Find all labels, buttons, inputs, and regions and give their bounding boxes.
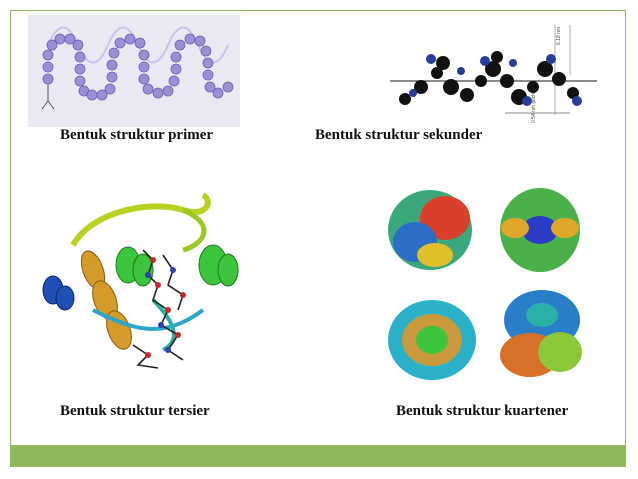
svg-text:0.54 nm pitch: 0.54 nm pitch (531, 93, 537, 123)
caption-primary: Bentuk struktur primer (60, 127, 214, 143)
caption-secondary: Bentuk struktur sekunder (315, 127, 483, 143)
svg-text:6.18 nm: 6.18 nm (556, 27, 562, 45)
primary-structure-image (28, 15, 240, 127)
caption-quaternary: Bentuk struktur kuartener (396, 403, 569, 419)
quaternary-structure-image (388, 188, 582, 380)
footer-accent-bar (10, 445, 626, 467)
caption-tertiary: Bentuk struktur tersier (60, 403, 210, 419)
tertiary-structure-image (42, 192, 239, 369)
secondary-structure-image: 6.18 nm 0.54 nm pitch (390, 25, 597, 123)
